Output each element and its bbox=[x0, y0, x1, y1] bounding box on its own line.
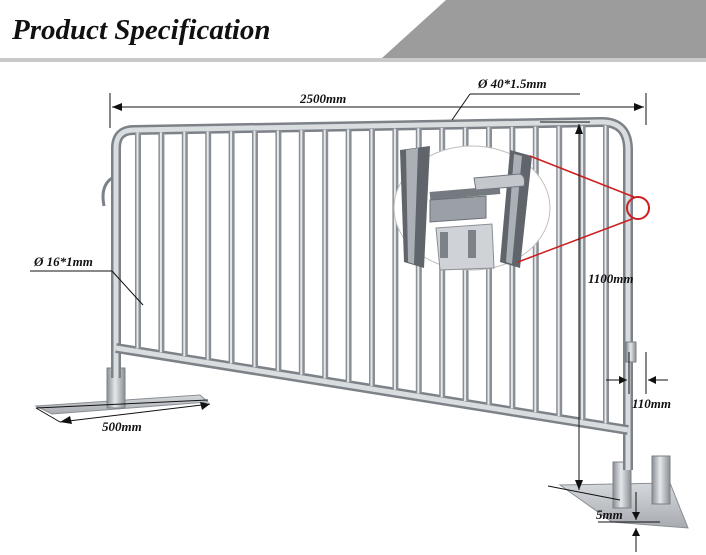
callout-circle bbox=[626, 196, 650, 220]
header-banner: Product Specification bbox=[0, 0, 706, 62]
header-divider bbox=[0, 58, 706, 62]
frame-tube-label: Ø 40*1.5mm bbox=[477, 76, 547, 91]
height-label: 1100mm bbox=[588, 271, 634, 286]
width-dimension: 2500mm bbox=[109, 91, 647, 128]
height-dimension: 1100mm bbox=[540, 121, 634, 501]
frame-tube-dimension: Ø 40*1.5mm bbox=[451, 76, 580, 121]
hook-left bbox=[101, 176, 113, 207]
base-thickness-label: 5mm bbox=[596, 507, 623, 522]
foot-length-dimension: 500mm bbox=[35, 399, 211, 434]
infill-tube-dimension: Ø 16*1mm bbox=[30, 254, 144, 306]
infill-tube-label: Ø 16*1mm bbox=[33, 254, 93, 269]
hook-right bbox=[625, 341, 637, 363]
callout-line-bottom bbox=[517, 218, 633, 263]
callout-line-top bbox=[529, 155, 635, 198]
infill-bars bbox=[135, 125, 609, 424]
page-title: Product Specification bbox=[12, 14, 271, 46]
foot-width-label: 110mm bbox=[632, 396, 671, 411]
base-thickness-dimension: 5mm bbox=[596, 492, 660, 552]
width-label: 2500mm bbox=[299, 91, 346, 106]
foot-width-dimension: 110mm bbox=[606, 352, 671, 411]
barrier-frame bbox=[111, 117, 633, 470]
connector-detail bbox=[393, 145, 650, 271]
foot-length-label: 500mm bbox=[102, 419, 142, 434]
header-decoration bbox=[382, 0, 706, 58]
